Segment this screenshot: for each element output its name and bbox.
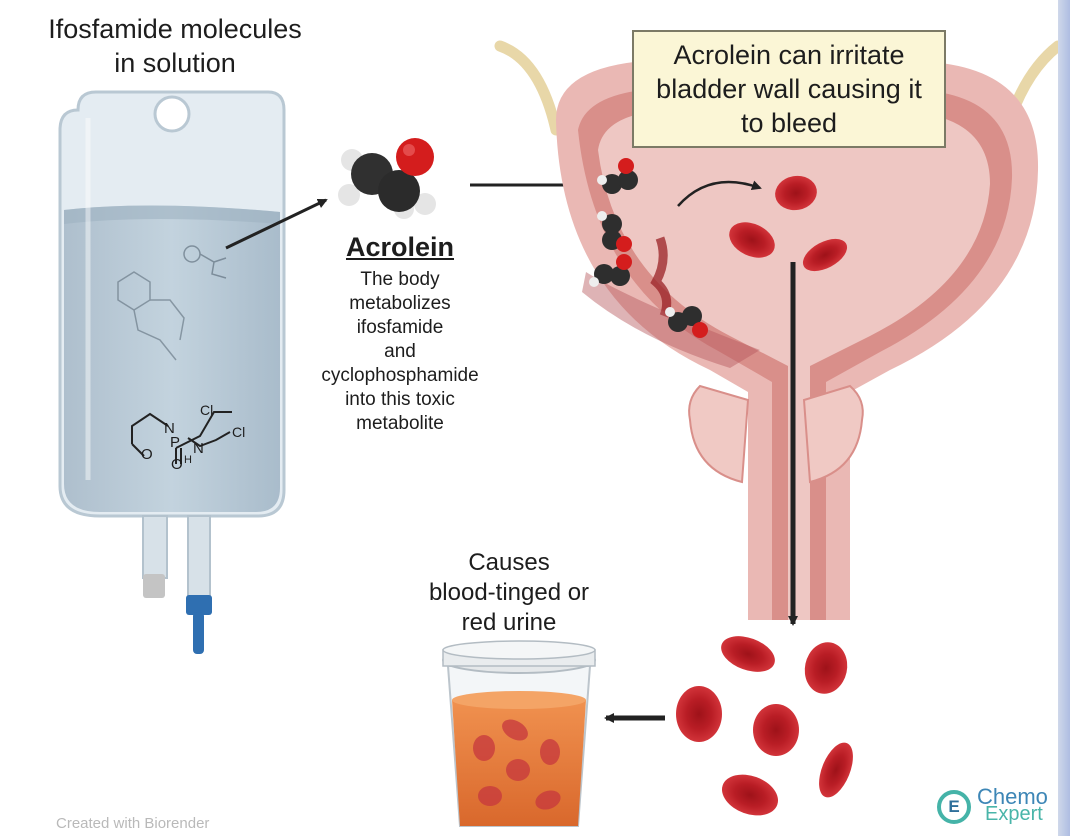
atom-label-h: H [184,454,192,466]
atom-label-o-double: O [171,456,183,473]
right-edge-strip [1058,0,1070,836]
acrolein-description: The body metabolizes ifosfamide and cycl… [321,269,479,434]
bleeding-area [650,236,672,318]
bladder-acrolein-molecules [589,158,708,338]
iv-bag [58,90,286,654]
callout-box: Acrolein can irritate bladder wall causi… [632,30,946,148]
urine-caption: Causes blood-tinged or red urine [428,549,590,636]
chemoexpert-logo: E Chemo Expert [937,786,1062,826]
port-tube [193,612,204,654]
atom-label-cl-1: Cl [200,402,214,418]
port-left [142,515,168,579]
faint-molecule-large [117,271,185,361]
atom-label-cl-2: Cl [232,424,246,440]
prostate-right [802,384,864,484]
curved-arrow [677,180,762,207]
hanger-hole [153,95,191,133]
chemoexpert-icon: E [937,790,971,824]
atom-label-p: P [170,434,181,451]
port-connector [186,595,212,615]
port-cap [143,574,165,598]
iv-bag-title: Ifosfamide molecules in solution [48,14,302,78]
brand-name-line1: Chemo [977,784,1048,809]
callout-text: Acrolein can irritate bladder wall causi… [656,40,922,138]
acrolein-label: Acrolein [345,232,455,262]
ifosfamide-structure [131,411,232,464]
faint-molecule-small [183,245,227,279]
port-right [187,515,211,601]
prostate-left [688,384,750,484]
acrolein-molecule [338,138,436,219]
atom-label-o-ring: O [141,446,153,463]
atom-label-n-1: N [164,420,175,437]
biorender-credit: Created with Biorender [56,815,210,832]
red-blood-cells [676,175,853,816]
arrow-bag-to-acrolein [225,198,328,250]
brand-name-line2: Expert [985,803,1043,825]
atom-label-n-2: N [193,440,204,457]
ureter-left [494,40,562,136]
urine-cup [442,640,596,827]
